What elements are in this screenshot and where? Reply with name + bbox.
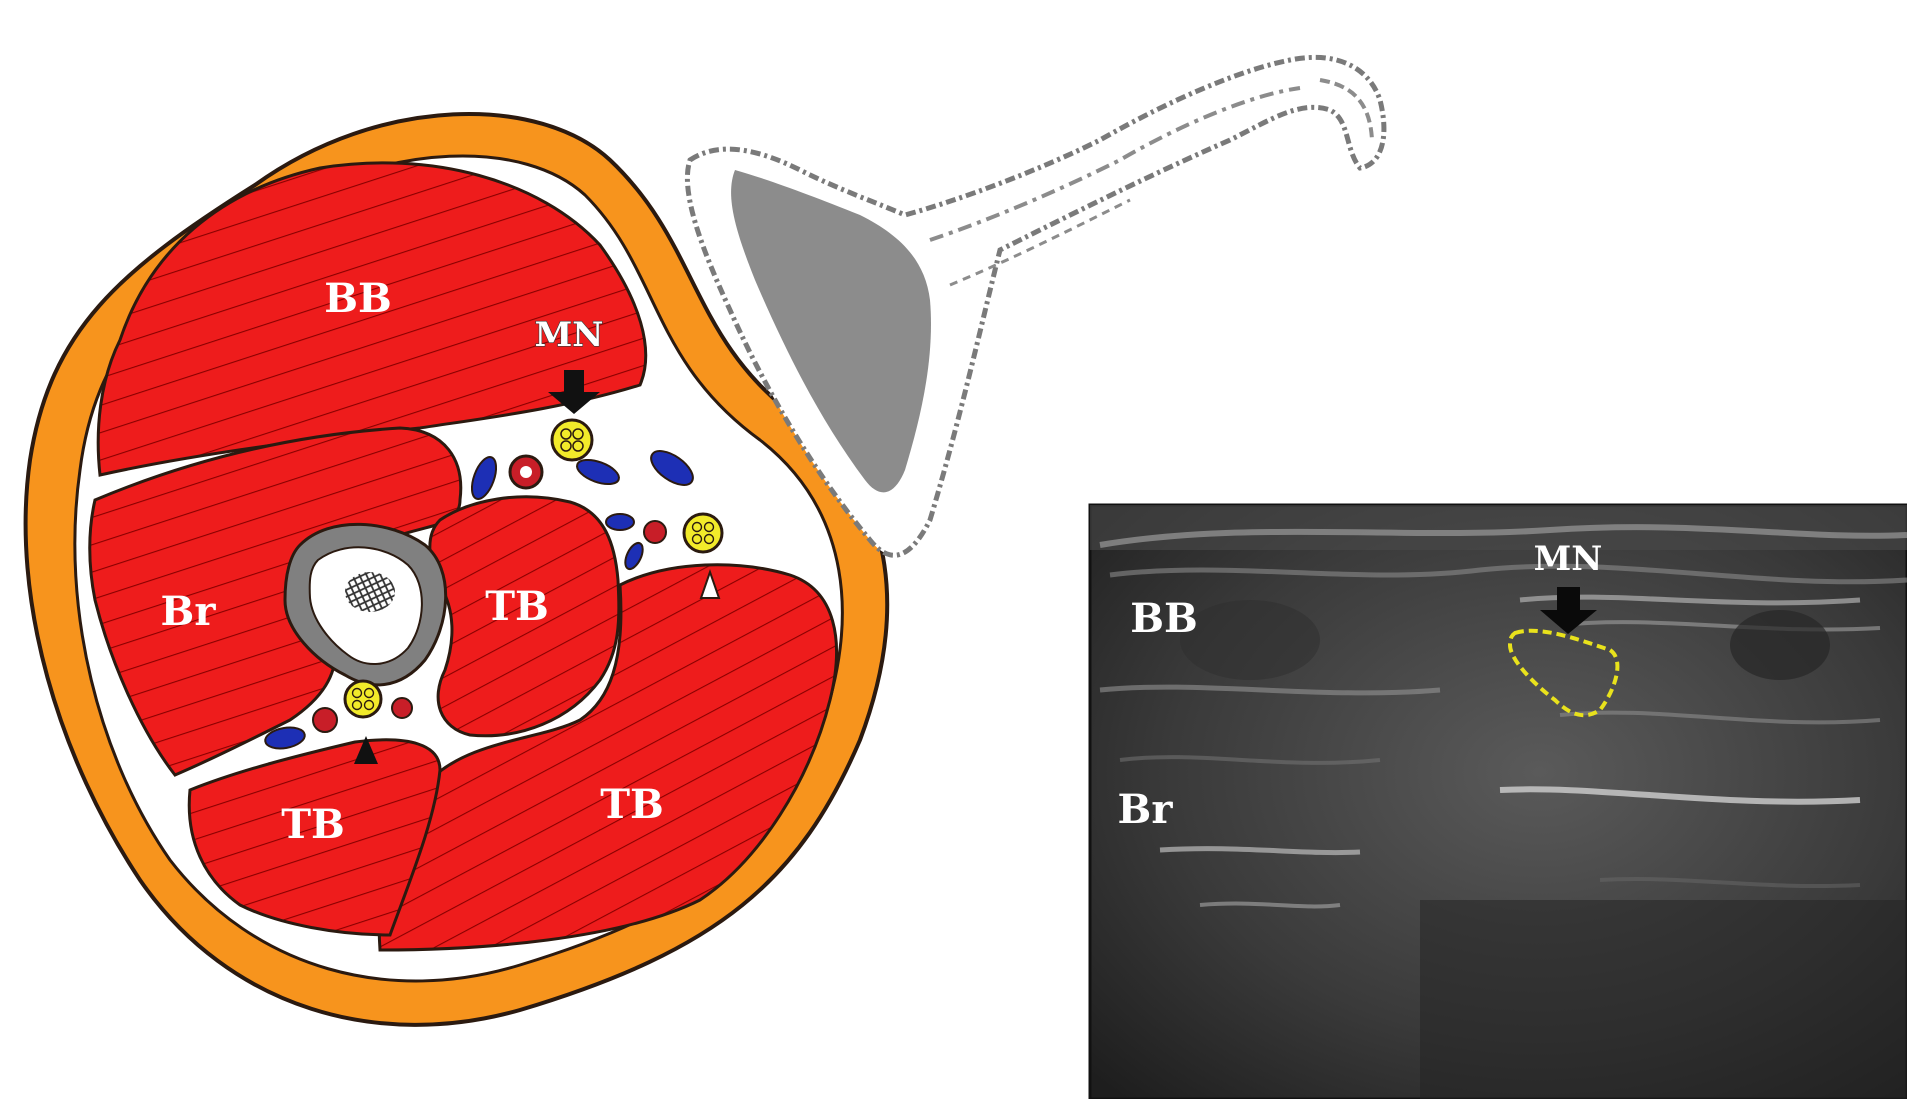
profunda-artery-2	[392, 698, 412, 718]
label-tb-medial: TB	[485, 583, 549, 630]
us-label-br: Br	[1118, 786, 1174, 833]
us-label-bb: BB	[1130, 595, 1198, 642]
label-br: Br	[161, 588, 217, 635]
median-nerve	[552, 420, 592, 460]
ultrasound-image: MN BB Br	[1090, 505, 1907, 1099]
label-mn: MN	[535, 315, 604, 355]
profunda-artery	[313, 708, 337, 732]
ulnar-vein	[606, 514, 634, 530]
brachial-artery	[510, 456, 542, 488]
label-tb-lateral: TB	[600, 781, 664, 828]
ulnar-artery	[644, 521, 666, 543]
label-tb-inferior: TB	[281, 801, 345, 848]
radial-nerve	[345, 681, 381, 717]
us-label-mn: MN	[1534, 539, 1603, 579]
ulnar-nerve	[684, 514, 722, 552]
label-bb: BB	[324, 275, 392, 322]
